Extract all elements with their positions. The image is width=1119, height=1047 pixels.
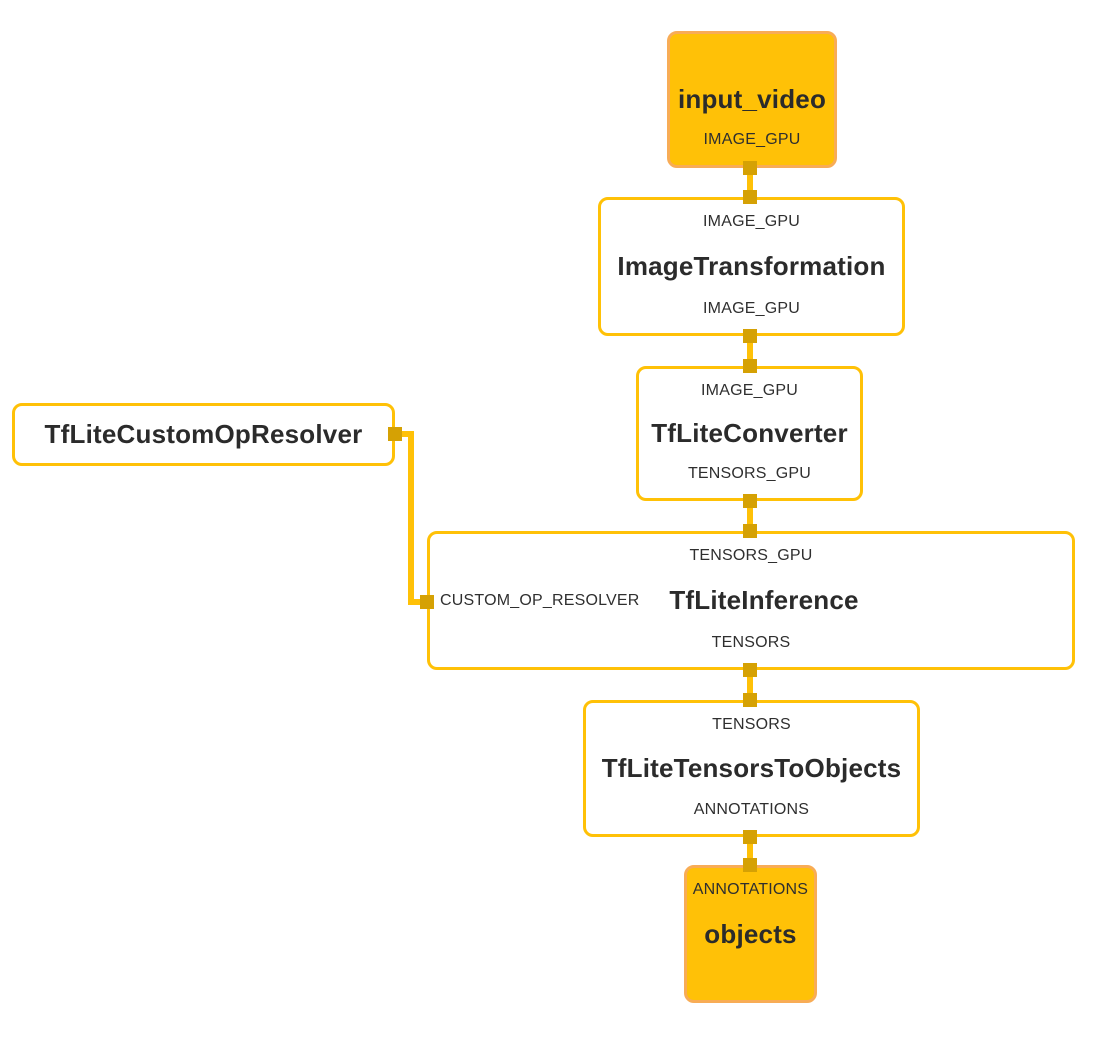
input-port-label: TENSORS_GPU xyxy=(689,547,813,564)
input-port-label: IMAGE_GPU xyxy=(703,213,800,230)
port-tflite-inference-side-in xyxy=(420,595,434,609)
input-port-label: TENSORS xyxy=(712,716,791,733)
output-port-label: ANNOTATIONS xyxy=(693,801,810,818)
port-tflite-tensors-to-objects-in xyxy=(743,693,757,707)
port-tflite-converter-out xyxy=(743,494,757,508)
output-port-label: IMAGE_GPU xyxy=(703,300,800,317)
edge-input-video-to-image-transformation xyxy=(747,166,753,199)
node-tflite-converter[interactable]: IMAGE_GPU TfLiteConverter TENSORS_GPU xyxy=(636,366,863,501)
node-objects[interactable]: ANNOTATIONS objects xyxy=(684,865,817,1003)
port-tflite-tensors-to-objects-out xyxy=(743,830,757,844)
output-port-label: TENSORS_GPU xyxy=(687,465,812,482)
input-port-label: ANNOTATIONS xyxy=(692,881,809,898)
port-image-transformation-in xyxy=(743,190,757,204)
node-title: input_video xyxy=(677,84,827,114)
side-input-port-label: CUSTOM_OP_RESOLVER xyxy=(440,591,640,609)
node-title: ImageTransformation xyxy=(617,251,886,281)
edge-custom-op-resolver-segment-v xyxy=(408,431,414,605)
node-input-video[interactable]: input_video IMAGE_GPU xyxy=(667,31,837,168)
port-tflite-converter-in xyxy=(743,359,757,373)
node-tflite-inference[interactable]: TENSORS_GPU CUSTOM_OP_RESOLVER TfLiteInf… xyxy=(427,531,1075,670)
port-tflite-inference-out xyxy=(743,663,757,677)
output-port-label: IMAGE_GPU xyxy=(703,131,801,148)
edge-image-transformation-to-tflite-converter xyxy=(747,334,753,368)
node-title: TfLiteInference xyxy=(669,585,859,615)
port-tflite-inference-in xyxy=(743,524,757,538)
input-port-label: IMAGE_GPU xyxy=(701,382,798,399)
node-image-transformation[interactable]: IMAGE_GPU ImageTransformation IMAGE_GPU xyxy=(598,197,905,336)
edge-tflite-inference-to-tflite-tensors-to-objects xyxy=(747,668,753,702)
port-input-video-out xyxy=(743,161,757,175)
edge-custom-op-resolver-segment-h1 xyxy=(395,431,414,437)
edge-custom-op-resolver-segment-h2 xyxy=(408,599,428,605)
port-custom-op-resolver-out xyxy=(388,427,402,441)
output-port-label: TENSORS xyxy=(711,634,791,651)
node-title: objects xyxy=(704,918,797,949)
edge-tflite-tensors-to-objects-to-objects xyxy=(747,835,753,867)
node-tflite-tensors-to-objects[interactable]: TENSORS TfLiteTensorsToObjects ANNOTATIO… xyxy=(583,700,920,837)
node-title: TfLiteConverter xyxy=(651,418,848,448)
node-title: TfLiteTensorsToObjects xyxy=(601,753,902,783)
edge-tflite-converter-to-tflite-inference xyxy=(747,499,753,533)
node-title: TfLiteCustomOpResolver xyxy=(44,419,363,449)
port-objects-in xyxy=(743,858,757,872)
port-image-transformation-out xyxy=(743,329,757,343)
node-tflite-custom-op-resolver[interactable]: TfLiteCustomOpResolver xyxy=(12,403,395,466)
